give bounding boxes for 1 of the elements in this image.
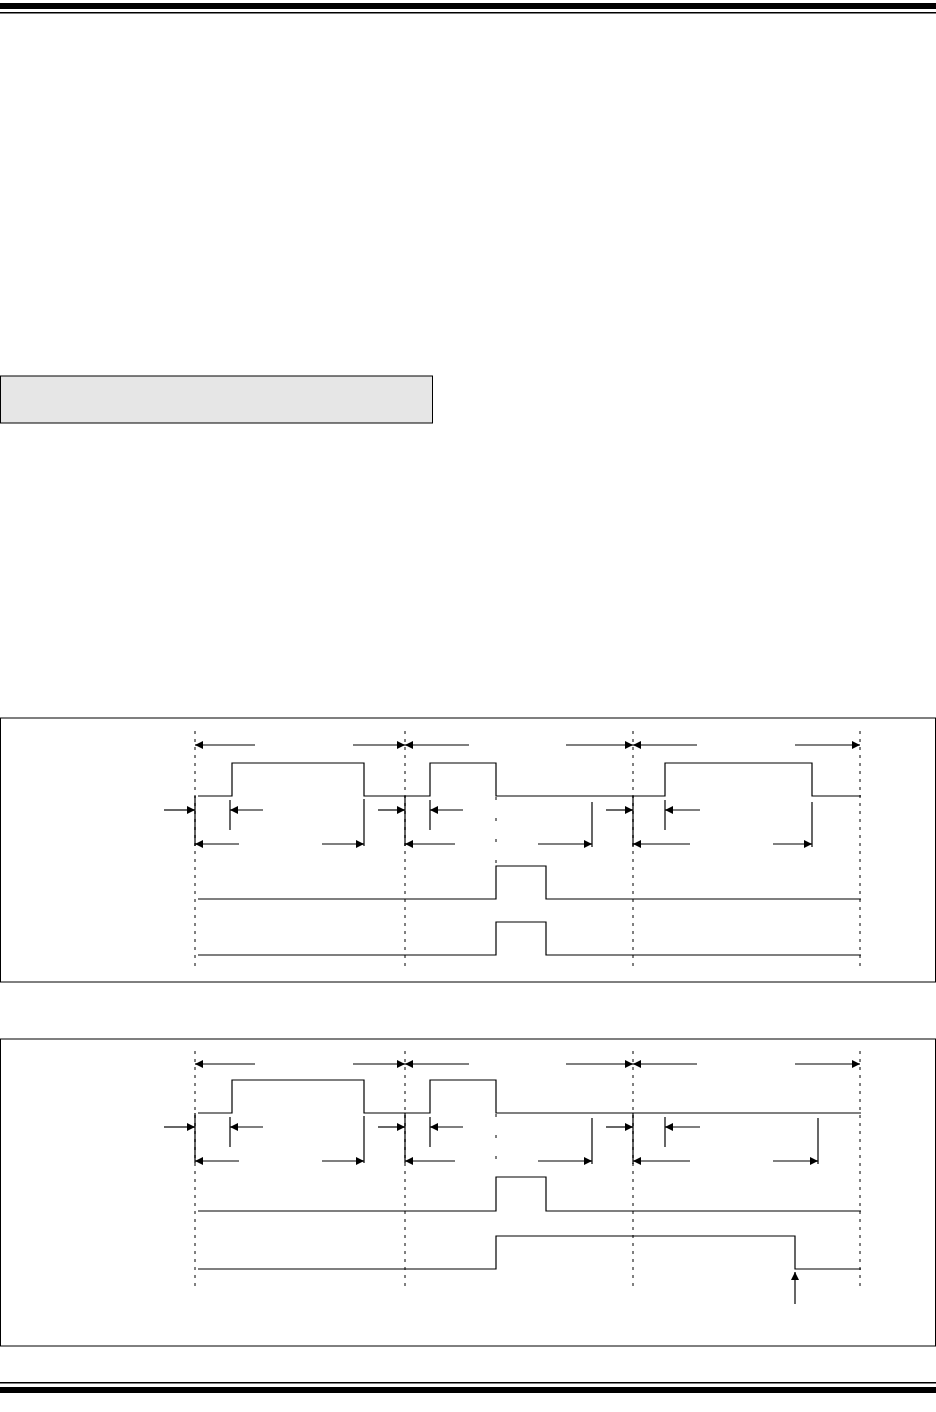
shaded-box [0,375,433,424]
